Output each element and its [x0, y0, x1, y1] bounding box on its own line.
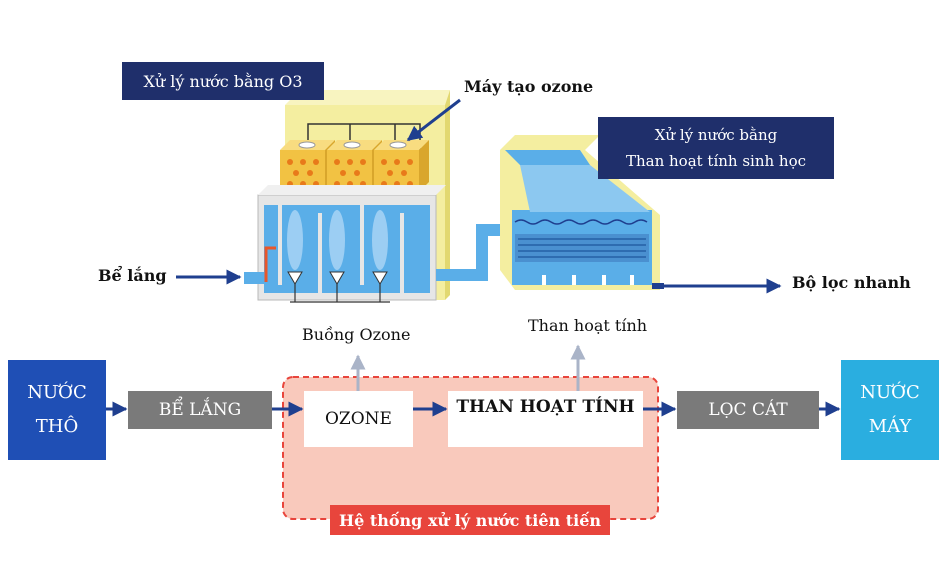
- tap-water-line-2: MÁY: [868, 416, 912, 437]
- ozone-chamber-label: Buồng Ozone: [302, 325, 411, 344]
- ozone-tank: [257, 185, 446, 303]
- carbon-treatment-title: Xử lý nước bằng Than hoạt tính sinh học: [598, 117, 834, 179]
- raw-water-line-1: NƯỚC: [27, 382, 87, 403]
- carbon-title-line-2: Than hoạt tính sinh học: [625, 152, 807, 170]
- generator-pointer-arrow: [406, 98, 461, 142]
- fast-filter-label: Bộ lọc nhanh: [792, 273, 911, 292]
- ozone-generator-label: Máy tạo ozone: [464, 77, 594, 96]
- ozone-treatment-title: Xử lý nước bằng O3: [122, 62, 324, 100]
- tap-water-line-1: NƯỚC: [860, 382, 920, 403]
- sand-filter-box: LỌC CÁT: [677, 391, 819, 429]
- advanced-system-label: Hệ thống xử lý nước tiên tiến: [330, 505, 610, 535]
- activated-carbon-label: Than hoạt tính: [528, 316, 648, 335]
- settling-tank-label: Bể lắng: [98, 266, 167, 285]
- carbon-title-line-1: Xử lý nước bằng: [654, 126, 778, 144]
- tap-water-box: NƯỚC MÁY: [841, 360, 939, 460]
- generator-cube-2: [327, 140, 382, 192]
- raw-water-line-2: THÔ: [35, 416, 79, 437]
- raw-water-box: NƯỚC THÔ: [8, 360, 106, 460]
- connecting-pipe: [436, 224, 512, 281]
- carbon-box: THAN HOẠT TÍNH: [448, 391, 643, 447]
- generator-cube-3: [374, 140, 429, 192]
- carbon-tank: [500, 135, 664, 290]
- generator-cube-1: [280, 140, 335, 192]
- settling-box: BỂ LẮNG: [128, 391, 272, 429]
- ozone-box: OZONE: [304, 391, 413, 447]
